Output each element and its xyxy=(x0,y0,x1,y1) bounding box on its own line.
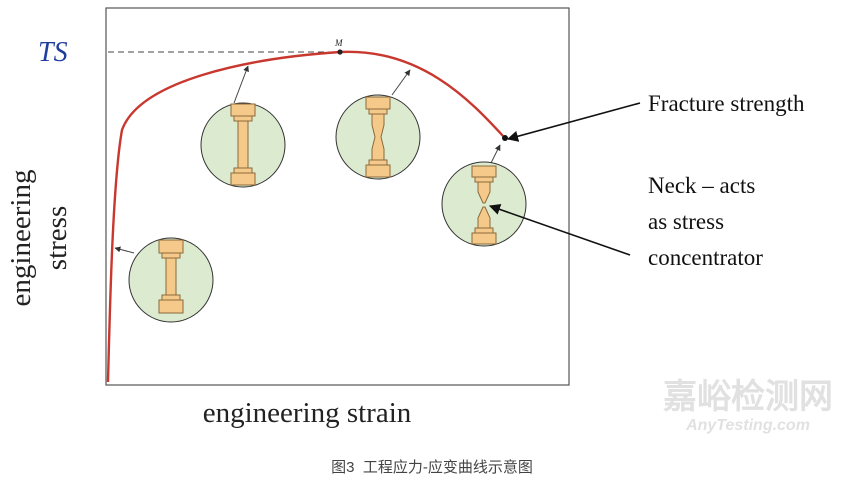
max-point-label: M xyxy=(334,38,343,48)
fractured-dogbone-icon xyxy=(471,165,497,245)
pointer-arrow-fracture xyxy=(490,144,501,164)
necked-dogbone-icon xyxy=(365,96,391,178)
pointer-arrow-elastic xyxy=(114,246,135,254)
specimen-elastic xyxy=(114,237,214,323)
neck-label-line1: Neck – acts xyxy=(648,173,755,198)
watermark-latin: AnyTesting.com xyxy=(685,417,810,434)
y-axis-label-line2: stress xyxy=(41,206,73,270)
fracture-point-marker xyxy=(502,135,508,141)
specimen-necking xyxy=(335,69,421,180)
neck-arrow xyxy=(488,204,631,256)
pointer-arrow-necking xyxy=(391,69,411,96)
plot-frame xyxy=(105,7,570,386)
ts-label: TS xyxy=(38,37,68,68)
x-axis-label: engineering strain xyxy=(203,397,412,429)
y-axis-label: engineering stress xyxy=(5,170,73,307)
specimen-fracture xyxy=(441,144,527,247)
dogbone-icon xyxy=(158,239,184,314)
stress-strain-curve xyxy=(106,50,504,383)
dogbone-icon xyxy=(230,103,256,186)
pointer-arrow-uniform xyxy=(233,65,249,104)
specimen-circle-fracture xyxy=(441,161,527,247)
neck-label-line3: concentrator xyxy=(648,245,763,270)
neck-label-line2: as stress xyxy=(648,209,724,234)
watermark-chinese: 嘉峪检测网 xyxy=(663,377,833,416)
max-point-marker xyxy=(337,49,343,55)
fracture-strength-label: Fracture strength xyxy=(648,91,805,116)
figure-caption: 图3 工程应力-应变曲线示意图 xyxy=(331,458,533,476)
y-axis-label-line1: engineering xyxy=(5,170,37,307)
fracture-strength-arrow xyxy=(506,102,641,142)
specimen-uniform-plastic xyxy=(200,65,286,188)
watermark: 嘉峪检测网 AnyTesting.com xyxy=(663,377,833,434)
